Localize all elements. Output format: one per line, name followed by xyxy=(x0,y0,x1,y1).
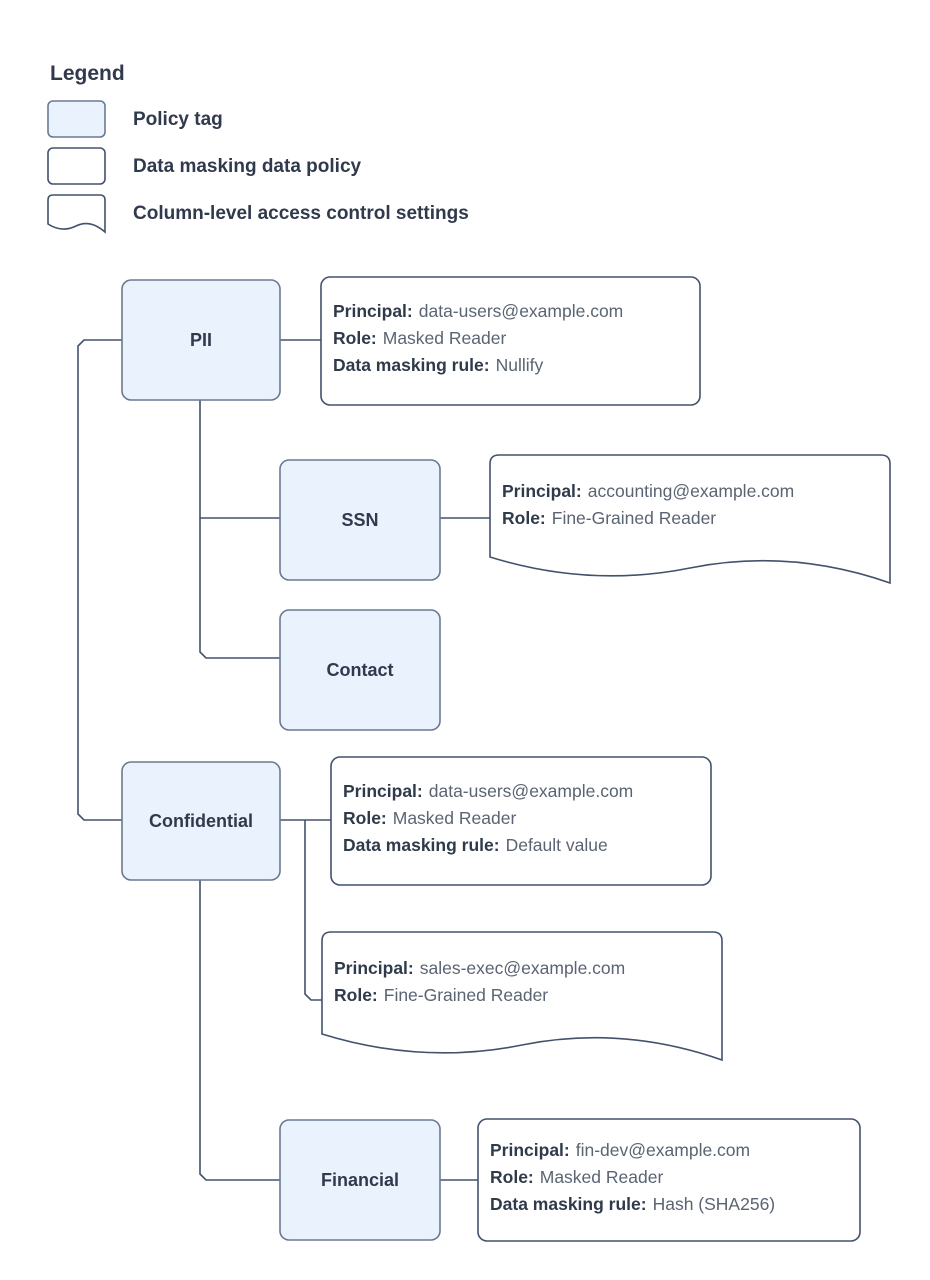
detail-financial-policy-box[interactable] xyxy=(477,1118,861,1242)
detail-financial-policy[interactable]: Principal:fin-dev@example.com Role:Maske… xyxy=(477,1118,861,1242)
detail-confidential-policy-box[interactable] xyxy=(330,756,712,886)
detail-confidential-access-principal: Principal:sales-exec@example.com xyxy=(334,958,625,978)
node-pii-label: PII xyxy=(190,330,212,350)
detail-confidential-policy-role: Role:Masked Reader xyxy=(343,808,516,828)
detail-financial-policy-role: Role:Masked Reader xyxy=(490,1167,663,1187)
connector-pii-to-ssn xyxy=(199,400,280,519)
node-confidential-box[interactable] xyxy=(121,761,281,881)
detail-confidential-access-role: Role:Fine-Grained Reader xyxy=(334,985,548,1005)
detail-confidential-access-box[interactable] xyxy=(321,931,723,1062)
connectors xyxy=(77,339,490,1181)
detail-ssn-access[interactable]: Principal:accounting@example.com Role:Fi… xyxy=(489,454,891,585)
node-ssn-label: SSN xyxy=(341,510,378,530)
legend-swatch-policy-tag-icon xyxy=(47,100,106,138)
node-financial-label: Financial xyxy=(321,1170,399,1190)
detail-ssn-access-principal: Principal:accounting@example.com xyxy=(502,481,794,501)
detail-pii-policy-masking-rule: Data masking rule:Nullify xyxy=(333,355,543,375)
legend: Legend Policy tag Data masking data poli… xyxy=(47,62,469,234)
node-contact-label: Contact xyxy=(327,660,394,680)
legend-label-policy-tag: Policy tag xyxy=(133,109,223,130)
node-financial[interactable]: Financial xyxy=(279,1119,441,1241)
detail-confidential-policy-masking-rule: Data masking rule:Default value xyxy=(343,835,608,855)
detail-confidential-policy-principal: Principal:data-users@example.com xyxy=(343,781,633,801)
legend-label-column-level-access: Column-level access control settings xyxy=(133,203,469,224)
connector-pii-to-contact xyxy=(199,518,280,659)
node-ssn[interactable]: SSN xyxy=(279,459,441,581)
detail-financial-policy-principal: Principal:fin-dev@example.com xyxy=(490,1140,750,1160)
detail-confidential-policy[interactable]: Principal:data-users@example.com Role:Ma… xyxy=(330,756,712,886)
node-ssn-box[interactable] xyxy=(279,459,441,581)
detail-pii-policy-principal: Principal:data-users@example.com xyxy=(333,301,623,321)
node-pii-box[interactable] xyxy=(121,279,281,401)
node-pii[interactable]: PII xyxy=(121,279,281,401)
connector-confidential-to-financial xyxy=(199,880,280,1181)
detail-confidential-access[interactable]: Principal:sales-exec@example.com Role:Fi… xyxy=(321,931,723,1062)
detail-financial-policy-masking-rule: Data masking rule:Hash (SHA256) xyxy=(490,1194,775,1214)
node-confidential[interactable]: Confidential xyxy=(121,761,281,881)
connector-confidential-to-access-box xyxy=(304,820,322,1001)
legend-title: Legend xyxy=(50,62,125,85)
node-confidential-label: Confidential xyxy=(149,811,253,831)
legend-swatch-data-masking-policy-icon xyxy=(47,147,106,185)
detail-ssn-access-role: Role:Fine-Grained Reader xyxy=(502,508,716,528)
detail-pii-policy-role: Role:Masked Reader xyxy=(333,328,506,348)
node-contact-box[interactable] xyxy=(279,609,441,731)
legend-swatch-column-level-access-icon xyxy=(47,194,106,234)
detail-pii-policy-box[interactable] xyxy=(320,276,701,406)
detail-ssn-access-box[interactable] xyxy=(489,454,891,585)
legend-label-data-masking-policy: Data masking data policy xyxy=(133,156,362,177)
node-contact[interactable]: Contact xyxy=(279,609,441,731)
connector-trunk-pii-to-confidential xyxy=(77,339,122,821)
node-financial-box[interactable] xyxy=(279,1119,441,1241)
detail-pii-policy[interactable]: Principal:data-users@example.com Role:Ma… xyxy=(320,276,701,406)
